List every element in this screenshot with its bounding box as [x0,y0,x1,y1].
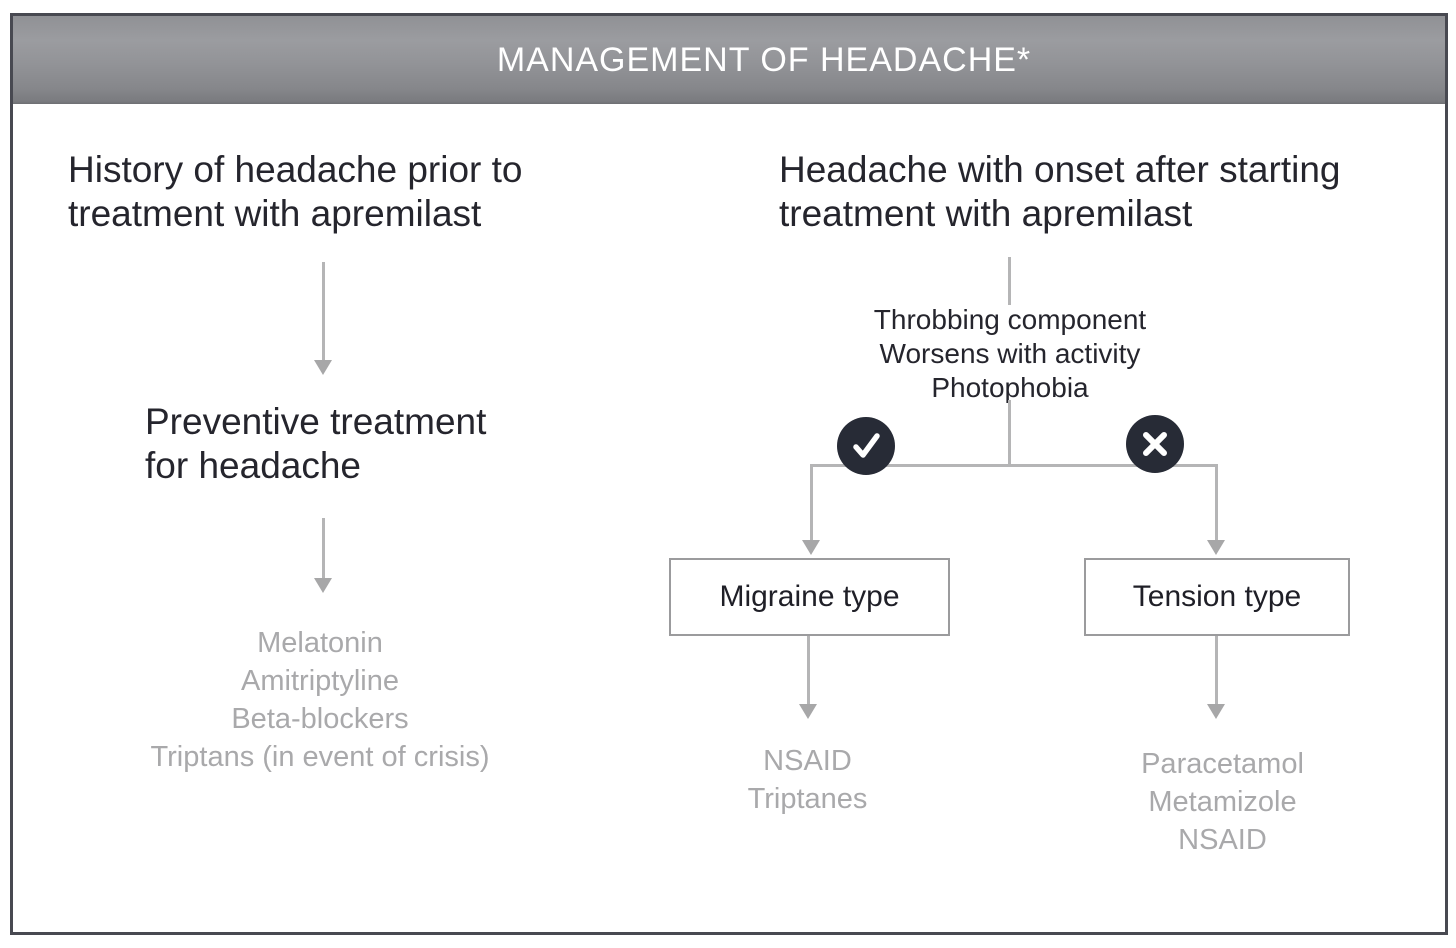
arrow-down-icon [314,360,332,375]
left-medication-list: Melatonin Amitriptyline Beta-blockers Tr… [60,624,580,776]
medication-item: Triptans (in event of crisis) [150,741,490,773]
left-branch-step-text: Preventive treatment for headache [145,401,487,486]
medication-item: Triptanes [747,783,868,815]
medication-item: Amitriptyline [241,665,399,697]
arrow-down-icon [802,540,820,555]
symptom-item: Worsens with activity [879,338,1141,369]
migraine-medication-list: NSAID Triptanes [655,742,960,818]
migraine-type-label: Migraine type [719,580,900,613]
tension-type-label: Tension type [1132,580,1302,613]
connector-line [1008,257,1011,305]
medication-item: NSAID [763,745,852,777]
arrow-down-icon [799,704,817,719]
connector-line [1215,464,1218,542]
symptom-list: Throbbing component Worsens with activit… [830,303,1190,405]
branch-bar [810,464,1218,467]
arrow-down-icon [314,578,332,593]
arrow-line [807,636,810,706]
figure-title: MANAGEMENT OF HEADACHE* [496,40,1032,79]
arrow-line [322,518,325,580]
cross-icon [1126,415,1184,473]
connector-line [1008,400,1011,466]
arrow-line [1215,636,1218,706]
migraine-type-box: Migraine type [669,558,950,636]
symptom-item: Photophobia [931,372,1089,403]
tension-type-box: Tension type [1084,558,1350,636]
arrow-line [322,262,325,362]
medication-item: Melatonin [257,627,383,659]
arrow-down-icon [1207,704,1225,719]
figure-frame [10,13,1448,935]
check-icon [837,417,895,475]
figure-header: MANAGEMENT OF HEADACHE* [13,16,1445,104]
left-branch-start-text: History of headache prior to treatment w… [68,149,523,234]
symptom-item: Throbbing component [873,304,1147,335]
medication-item: Metamizole [1148,786,1297,818]
connector-line [810,464,813,542]
medication-item: Paracetamol [1141,748,1304,780]
medication-item: Beta-blockers [231,703,409,735]
right-branch-start-text: Headache with onset after starting treat… [779,149,1341,234]
arrow-down-icon [1207,540,1225,555]
tension-medication-list: Paracetamol Metamizole NSAID [1070,745,1375,859]
medication-item: NSAID [1178,824,1267,856]
